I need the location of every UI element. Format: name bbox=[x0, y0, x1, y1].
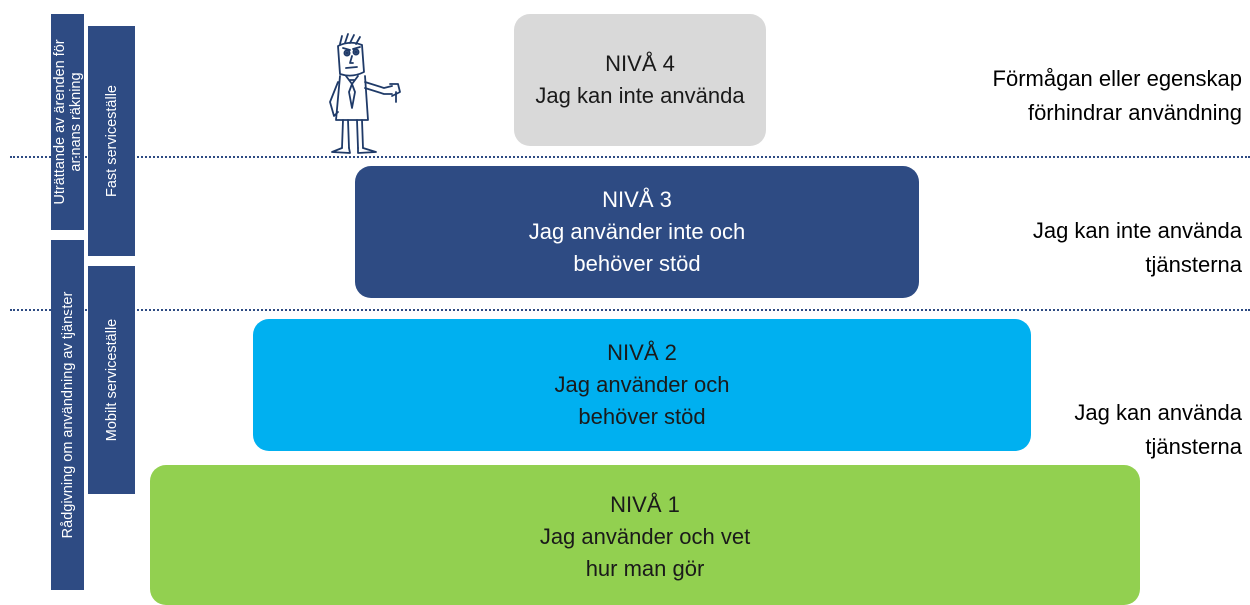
level-1-title: NIVÅ 1 bbox=[610, 492, 680, 517]
inner-category-label-bottom: Mobilt serviceställe bbox=[103, 318, 120, 442]
inner-category-bar-bottom: Mobilt serviceställe bbox=[88, 266, 135, 494]
level-2-description-line-2: behöver stöd bbox=[578, 404, 706, 429]
outer-category-label-bottom: Rådgivning om användning av tjänster bbox=[59, 291, 76, 539]
level-1-box: NIVÅ 1 Jag använder och vet hur man gör bbox=[150, 465, 1140, 605]
outer-category-bar-top: Uträttande av ärenden för annans räkning bbox=[51, 14, 84, 230]
level-2-title: NIVÅ 2 bbox=[607, 340, 677, 365]
level-1-description-line-2: hur man gör bbox=[585, 556, 705, 581]
side-label-top: Förmågan eller egenskap förhindrar använ… bbox=[992, 66, 1242, 125]
separator-line-middle bbox=[10, 309, 1250, 311]
level-2-description-line-1: Jag använder och bbox=[554, 372, 730, 397]
outer-category-bar-bottom: Rådgivning om användning av tjänster bbox=[51, 240, 84, 590]
level-3-description-line-1: Jag använder inte och bbox=[528, 219, 746, 244]
level-1-description-line-1: Jag använder och vet bbox=[539, 524, 751, 549]
inner-category-label-top: Fast serviceställe bbox=[103, 84, 120, 198]
level-4-title: NIVÅ 4 bbox=[605, 51, 675, 76]
level-3-box: NIVÅ 3 Jag använder inte och behöver stö… bbox=[355, 166, 919, 298]
side-label-middle: Jag kan inte använda tjänsterna bbox=[1032, 218, 1242, 277]
inner-category-bar-top: Fast serviceställe bbox=[88, 26, 135, 256]
level-3-title: NIVÅ 3 bbox=[602, 187, 672, 212]
level-4-description: Jag kan inte använda bbox=[535, 83, 745, 108]
separator-line-top bbox=[10, 156, 1250, 158]
thumbs-down-figure-illustration bbox=[329, 33, 401, 154]
side-label-bottom: Jag kan använda tjänsterna bbox=[1074, 400, 1242, 459]
level-4-box: NIVÅ 4 Jag kan inte använda bbox=[514, 14, 766, 146]
outer-category-label-top: Uträttande av ärenden för annans räkning bbox=[51, 39, 84, 205]
level-3-description-line-2: behöver stöd bbox=[573, 251, 701, 276]
level-2-box: NIVÅ 2 Jag använder och behöver stöd bbox=[253, 319, 1031, 451]
